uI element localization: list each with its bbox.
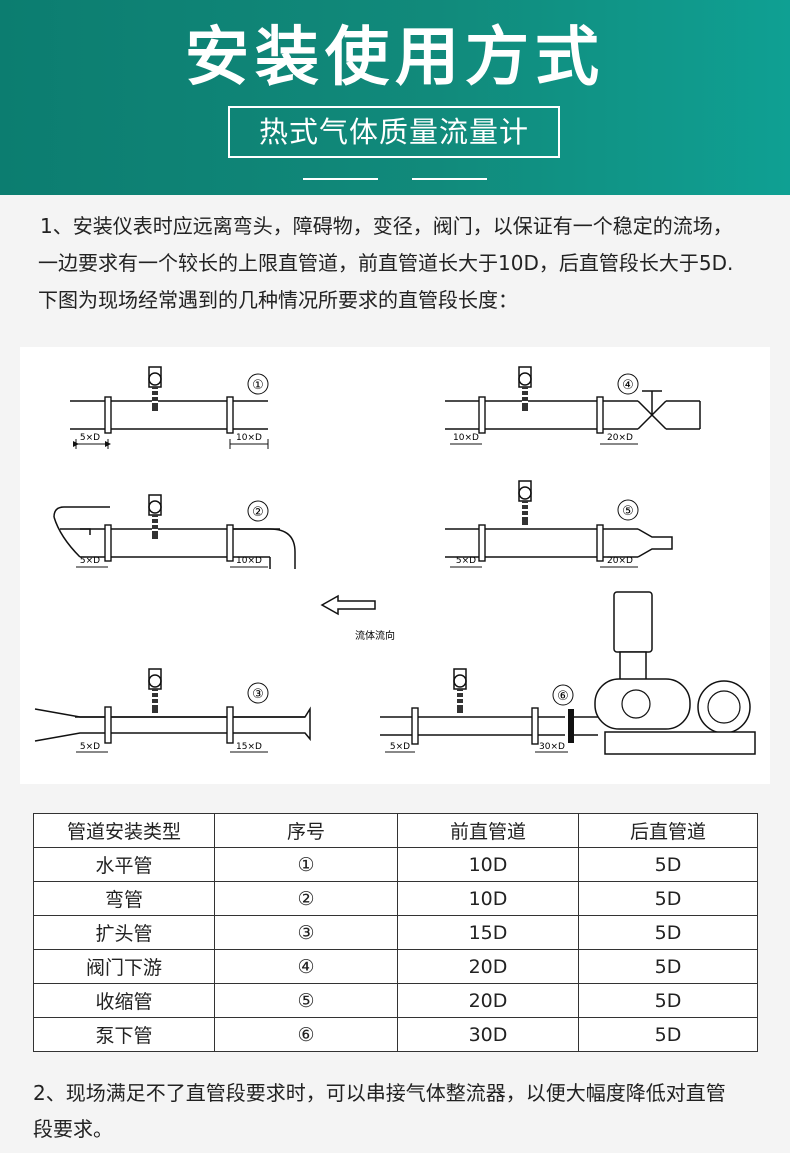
cell-downstream: 5D (578, 1017, 758, 1052)
cell-upstream: 10D (397, 847, 579, 882)
case-3-downstream-label: 15×D (236, 742, 262, 752)
case-4-upstream-label: 10×D (453, 433, 479, 443)
table-row: 弯管 ② 10D 5D (33, 881, 758, 916)
subtitle-box: 热式气体质量流量计 (228, 106, 560, 158)
table-row: 泵下管 ⑥ 30D 5D (33, 1017, 758, 1052)
cell-downstream: 5D (578, 983, 758, 1018)
flow-direction-label: 流体流向 (355, 629, 395, 642)
case-4-downstream-label: 20×D (607, 433, 633, 443)
case-5-number: ⑤ (622, 504, 634, 519)
cell-downstream: 5D (578, 949, 758, 984)
note-line-1: 2、现场满足不了直管段要求时，可以串接气体整流器，以便大幅度降低对直管 (33, 1081, 726, 1105)
case-5-downstream-label: 20×D (607, 556, 633, 566)
cell-pipe-type: 泵下管 (33, 1017, 215, 1052)
header-number: 序号 (214, 813, 398, 848)
intro-paragraph: 1、安装仪表时应远离弯头，障碍物，变径，阀门，以保证有一个稳定的流场， 一边要求… (38, 208, 758, 319)
cell-downstream: 5D (578, 847, 758, 882)
cell-pipe-type: 收缩管 (33, 983, 215, 1018)
case-4-diagram (445, 366, 701, 445)
case-2-number: ② (252, 505, 264, 520)
header-downstream: 后直管道 (578, 813, 758, 848)
intro-line-2: 一边要求有一个较长的上限直管道，前直管道长大于10D，后直管段长大于5D. (38, 251, 734, 275)
case-5-diagram (445, 480, 673, 568)
case-6-downstream-label: 30×D (539, 742, 565, 752)
case-6-upstream-label: 5×D (390, 742, 410, 752)
table-row: 水平管 ① 10D 5D (33, 847, 758, 882)
case-1-upstream-label: 5×D (80, 433, 100, 443)
cell-number: ⑥ (214, 1017, 398, 1052)
cell-number: ① (214, 847, 398, 882)
case-2-upstream-label: 5×D (80, 556, 100, 566)
cell-upstream: 15D (397, 915, 579, 950)
header-upstream: 前直管道 (397, 813, 579, 848)
page-title: 安装使用方式 (185, 21, 605, 95)
cell-downstream: 5D (578, 915, 758, 950)
case-3-upstream-label: 5×D (80, 742, 100, 752)
cell-pipe-type: 扩头管 (33, 915, 215, 950)
decorative-line-right (412, 178, 487, 180)
case-6-diagram (380, 591, 756, 755)
cell-upstream: 20D (397, 949, 579, 984)
table-row: 收缩管 ⑤ 20D 5D (33, 983, 758, 1018)
cell-pipe-type: 弯管 (33, 881, 215, 916)
header-pipe-type: 管道安装类型 (33, 813, 215, 848)
decorative-line-left (303, 178, 378, 180)
straight-pipe-requirements-table: 管道安装类型 序号 前直管道 后直管道 水平管 ① 10D 5D 弯管 ② 10… (33, 813, 758, 1052)
case-1-downstream-label: 10×D (236, 433, 262, 443)
cell-pipe-type: 阀门下游 (33, 949, 215, 984)
case-3-diagram (34, 668, 311, 753)
cell-upstream: 30D (397, 1017, 579, 1052)
cell-number: ② (214, 881, 398, 916)
cell-downstream: 5D (578, 881, 758, 916)
case-1-number: ① (252, 378, 264, 393)
case-2-downstream-label: 10×D (236, 556, 262, 566)
case-2-diagram (53, 494, 296, 569)
cell-pipe-type: 水平管 (33, 847, 215, 882)
case-1-diagram (70, 366, 269, 449)
cell-number: ④ (214, 949, 398, 984)
case-5-upstream-label: 5×D (456, 556, 476, 566)
cell-upstream: 20D (397, 983, 579, 1018)
table-row: 阀门下游 ④ 20D 5D (33, 949, 758, 984)
intro-line-1: 1、安装仪表时应远离弯头，障碍物，变径，阀门，以保证有一个稳定的流场， (40, 214, 733, 238)
product-subtitle: 热式气体质量流量计 (258, 115, 529, 149)
case-3-number: ③ (252, 687, 264, 702)
table-row: 扩头管 ③ 15D 5D (33, 915, 758, 950)
cell-number: ⑤ (214, 983, 398, 1018)
note-paragraph: 2、现场满足不了直管段要求时，可以串接气体整流器，以便大幅度降低对直管 段要求。 (33, 1075, 763, 1147)
table-header-row: 管道安装类型 序号 前直管道 后直管道 (33, 813, 758, 848)
header-banner: 安装使用方式 热式气体质量流量计 (0, 0, 790, 195)
note-line-2: 段要求。 (33, 1117, 113, 1141)
installation-diagram: 5×D 10×D ① 5×D 10×D ② (20, 347, 770, 784)
intro-line-3: 下图为现场经常遇到的几种情况所要求的直管段长度： (38, 288, 518, 312)
cell-upstream: 10D (397, 881, 579, 916)
flow-direction-arrow-icon (320, 594, 376, 616)
case-6-number: ⑥ (557, 689, 569, 704)
case-4-number: ④ (622, 378, 634, 393)
cell-number: ③ (214, 915, 398, 950)
